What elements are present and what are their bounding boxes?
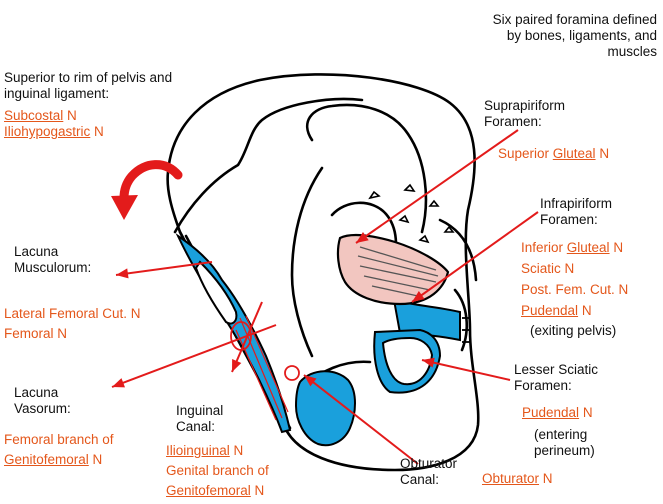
genitofemoral-nerve-vasorum: Genitofemoral N	[4, 452, 102, 468]
sacral-foramina	[370, 185, 453, 242]
inguinal-canal-heading-line: Canal:	[176, 419, 223, 435]
lesser-sciatic-heading: Lesser Sciatic Foramen:	[514, 362, 598, 394]
suprapiriform-heading-line: Suprapiriform	[484, 98, 565, 114]
spermatic-cord-line	[240, 318, 282, 418]
inguinal-canal-heading-line: Inguinal	[176, 403, 223, 419]
lacuna-vasorum-heading-line: Vasorum:	[14, 401, 71, 417]
piriformis-muscle	[338, 235, 448, 304]
entering-perineum-note: (entering perineum)	[534, 427, 595, 459]
pudendal-nerve-entering: Pudendal N	[522, 405, 593, 421]
inguinal-canal-heading: Inguinal Canal:	[176, 403, 223, 435]
ilioinguinal-nerve: Ilioinguinal N	[166, 443, 243, 459]
subcostal-nerve: Subcostal N	[4, 108, 172, 124]
suprapiriform-arrow	[356, 130, 518, 243]
superior-heading-line: Superior to rim of pelvis and	[4, 70, 172, 86]
title-note: Six paired foramina defined by bones, li…	[493, 12, 657, 60]
exiting-pelvis-note: (exiting pelvis)	[530, 323, 616, 339]
femoral-nerve: Femoral N	[4, 326, 67, 342]
lacuna-vasorum-heading: Lacuna Vasorum:	[14, 385, 71, 417]
title-note-line: Six paired foramina defined	[493, 12, 657, 28]
obturator-nerve: Obturator N	[482, 471, 553, 487]
entering-perineum-line: perineum)	[534, 443, 595, 459]
obturator-canal-heading-line: Canal:	[400, 472, 457, 488]
suprapiriform-heading: Suprapiriform Foramen:	[484, 98, 565, 130]
infrapiriform-heading: Infrapiriform Foramen:	[540, 196, 612, 228]
genital-branch-label: Genital branch of	[166, 463, 269, 479]
obturator-canal-heading-line: Obturator	[400, 456, 457, 472]
pudendal-nerve-exiting: Pudendal N	[521, 303, 592, 319]
entering-perineum-line: (entering	[534, 427, 595, 443]
superior-gluteal-nerve: Superior Gluteal N	[498, 146, 609, 162]
obturator-canal-marker	[285, 366, 299, 380]
suprapiriform-heading-line: Foramen:	[484, 114, 565, 130]
sciatic-nerve: Sciatic N	[521, 261, 574, 277]
obturator-canal-heading: Obturator Canal:	[400, 456, 457, 488]
lesser-sciatic-heading-line: Lesser Sciatic	[514, 362, 598, 378]
lacuna-vasorum-heading-line: Lacuna	[14, 385, 71, 401]
genitofemoral-nerve-inguinal: Genitofemoral N	[166, 483, 264, 499]
lacuna-musculorum-heading: Lacuna Musculorum:	[14, 244, 91, 276]
superior-heading-line: inguinal ligament:	[4, 86, 172, 102]
title-note-line: by bones, ligaments, and	[493, 28, 657, 44]
inferior-gluteal-nerve: Inferior Gluteal N	[521, 240, 623, 256]
infrapiriform-heading-line: Foramen:	[540, 212, 612, 228]
iliohypogastric-nerve: Iliohypogastric N	[4, 124, 172, 140]
lesser-sciatic-heading-line: Foramen:	[514, 378, 598, 394]
femoral-branch-label: Femoral branch of	[4, 432, 114, 448]
posterior-femoral-cutaneous-nerve: Post. Fem. Cut. N	[521, 282, 628, 298]
lacuna-musculorum-heading-line: Musculorum:	[14, 260, 91, 276]
title-note-line: muscles	[493, 44, 657, 60]
lateral-femoral-cutaneous-nerve: Lateral Femoral Cut. N	[4, 306, 141, 322]
infrapiriform-heading-line: Infrapiriform	[540, 196, 612, 212]
superior-rim-group: Superior to rim of pelvis and inguinal l…	[4, 70, 172, 140]
lacuna-musculorum-heading-line: Lacuna	[14, 244, 91, 260]
